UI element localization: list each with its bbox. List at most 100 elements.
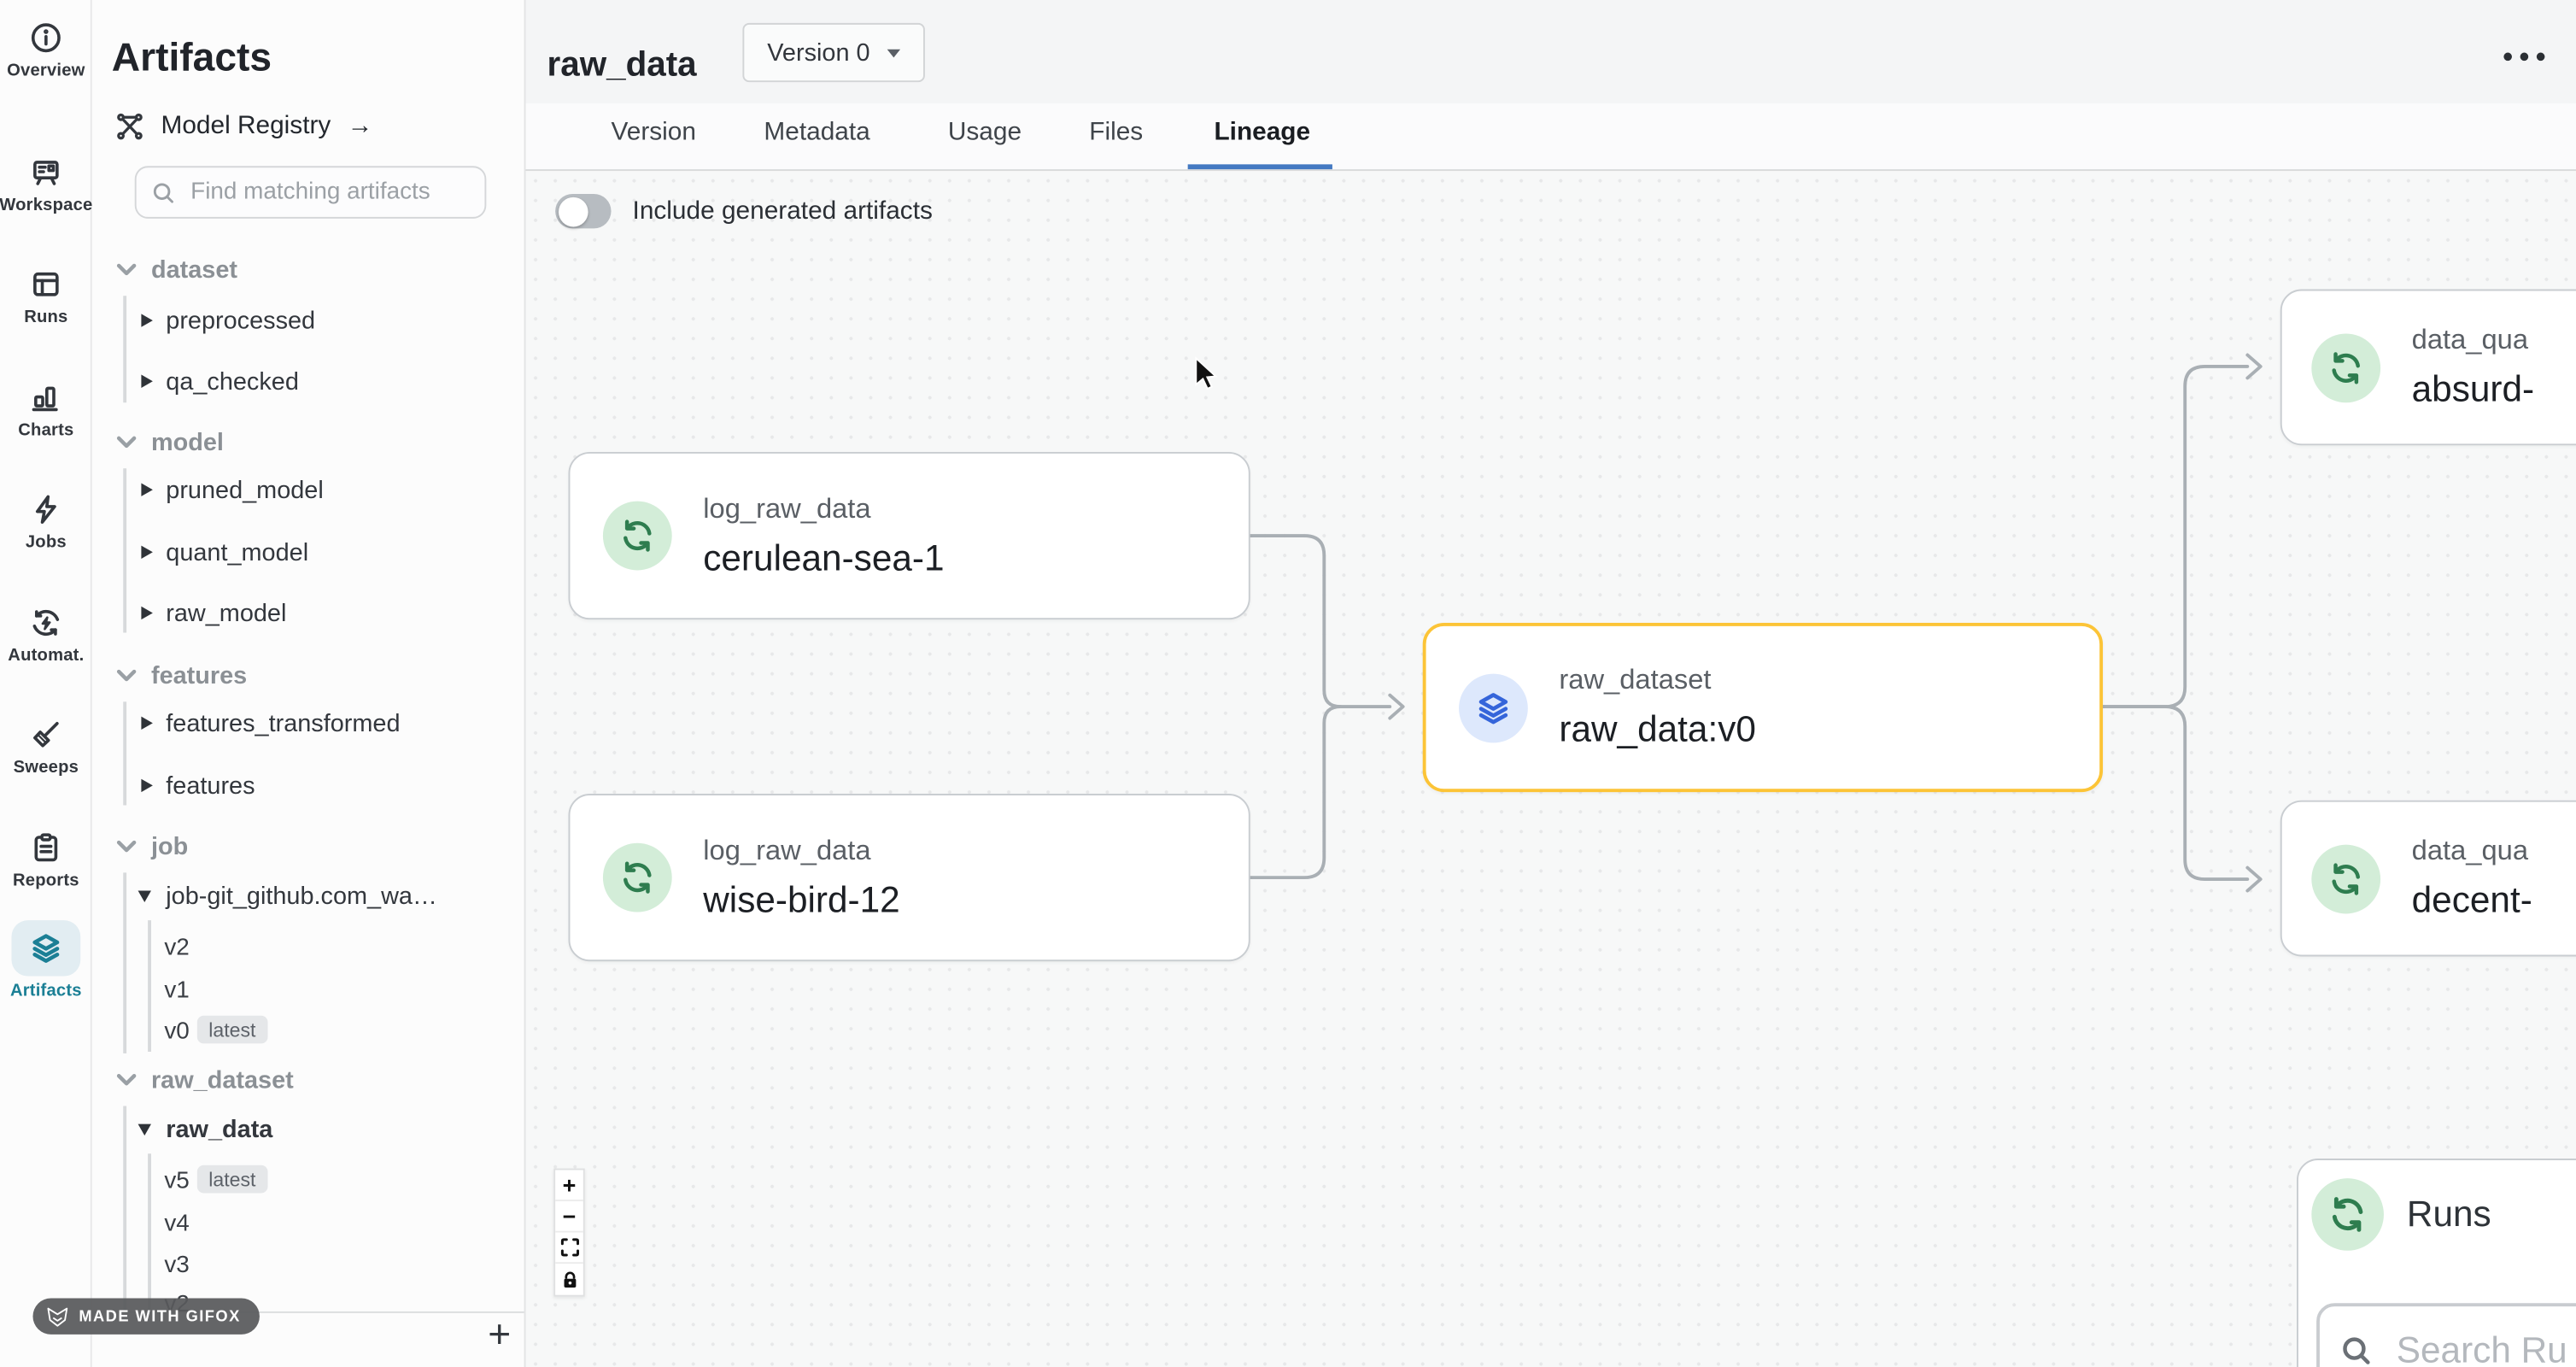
caret-right-icon <box>141 483 153 496</box>
tree-item-features[interactable]: features <box>92 767 524 803</box>
rail-item-charts[interactable]: Charts <box>0 379 92 440</box>
tree-item-job-git[interactable]: job-git_github.com_wa… <box>92 877 524 913</box>
caret-right-icon <box>141 545 153 559</box>
zoom-out-button[interactable]: − <box>555 1201 583 1233</box>
rail-item-jobs[interactable]: Jobs <box>0 491 92 552</box>
tree-version-v2[interactable]: v2 <box>164 935 190 962</box>
tree-item-pruned-model[interactable]: pruned_model <box>92 472 524 507</box>
broom-icon <box>28 717 64 753</box>
search-icon <box>153 182 173 202</box>
rail-item-artifacts[interactable]: Artifacts <box>0 920 92 1000</box>
lock-button[interactable] <box>555 1264 583 1295</box>
tree-version-v1[interactable]: v1 <box>164 977 190 1005</box>
tree-guide-line <box>148 920 150 1053</box>
fox-icon <box>47 1306 68 1326</box>
artifact-search[interactable] <box>134 166 487 219</box>
runs-panel-header: Runs <box>2311 1178 2491 1251</box>
tab-lineage[interactable]: Lineage <box>1214 118 1311 147</box>
tree-section-raw-dataset[interactable]: raw_dataset <box>92 1062 524 1098</box>
tree-version-v5[interactable]: v5 latest <box>92 1164 524 1200</box>
workspace-icon <box>28 155 64 191</box>
lineage-node-run-decent[interactable]: data_qua decent- <box>2280 800 2576 957</box>
caret-right-icon <box>141 606 153 620</box>
caret-right-icon <box>141 314 153 327</box>
active-tab-indicator <box>1187 163 1332 170</box>
chevron-down-icon <box>116 436 137 449</box>
artifact-layers-icon <box>1459 672 1528 742</box>
lineage-node-run-cerulean[interactable]: log_raw_data cerulean-sea-1 <box>568 451 1250 620</box>
rail-item-automations[interactable]: Automat. <box>0 605 92 666</box>
lineage-canvas[interactable]: Include generated artifacts log_raw_data… <box>525 171 2576 1367</box>
page-title: raw_data <box>547 45 697 85</box>
chevron-down-icon <box>116 1073 137 1086</box>
gifox-watermark: MADE WITH GIFOX <box>32 1298 261 1335</box>
table-icon <box>28 267 64 302</box>
tree-item-quant-model[interactable]: quant_model <box>92 534 524 570</box>
tab-files[interactable]: Files <box>1089 118 1144 147</box>
tree-section-dataset[interactable]: dataset <box>92 251 524 287</box>
runs-search-input[interactable] <box>2392 1328 2576 1367</box>
add-artifact-button[interactable]: + <box>488 1312 512 1358</box>
chevron-down-icon <box>886 48 900 57</box>
rail-item-workspace[interactable]: Workspace <box>0 155 92 215</box>
run-sync-icon <box>2311 332 2381 402</box>
include-generated-toggle[interactable] <box>555 193 612 229</box>
rail-item-sweeps[interactable]: Sweeps <box>0 717 92 777</box>
latest-badge: latest <box>196 1015 267 1044</box>
search-input[interactable] <box>187 177 471 208</box>
clipboard-icon <box>28 830 64 865</box>
rail-item-overview[interactable]: Overview <box>0 20 92 80</box>
fit-view-button[interactable] <box>555 1233 583 1264</box>
tree-guide-line <box>123 296 126 403</box>
rail-item-runs[interactable]: Runs <box>0 267 92 327</box>
tree-version-v3[interactable]: v3 <box>164 1252 190 1279</box>
lineage-node-artifact-raw-data-v0[interactable]: raw_dataset raw_data:v0 <box>1422 622 2104 793</box>
version-selector[interactable]: Version 0 <box>742 22 925 83</box>
tree-item-raw-data[interactable]: raw_data <box>92 1111 524 1147</box>
runs-search-box[interactable] <box>2316 1303 2576 1367</box>
tab-usage[interactable]: Usage <box>947 118 1022 147</box>
model-registry-link[interactable]: Model Registry → <box>115 111 373 142</box>
caret-right-icon <box>141 778 153 793</box>
generated-artifacts-toggle-row: Include generated artifacts <box>555 193 933 229</box>
tree-section-model[interactable]: model <box>92 424 524 460</box>
tab-version[interactable]: Version <box>611 118 696 147</box>
tree-item-raw-model[interactable]: raw_model <box>92 595 524 631</box>
layers-icon <box>28 930 64 966</box>
caret-right-icon <box>141 716 153 730</box>
rail-item-reports[interactable]: Reports <box>0 830 92 891</box>
run-sync-icon <box>602 842 672 912</box>
lineage-node-run-wise-bird[interactable]: log_raw_data wise-bird-12 <box>568 794 1250 962</box>
tree-section-job[interactable]: job <box>92 828 524 864</box>
sidebar-title: Artifacts <box>111 36 272 81</box>
lineage-node-run-absurd[interactable]: data_qua absurd- <box>2280 289 2576 446</box>
caret-down-icon <box>138 1124 151 1136</box>
caret-right-icon <box>141 374 153 388</box>
bar-chart-icon <box>28 379 64 415</box>
info-icon <box>28 20 64 56</box>
lightning-icon <box>28 491 64 527</box>
zoom-in-button[interactable]: + <box>555 1170 583 1202</box>
tree-item-features-transformed[interactable]: features_transformed <box>92 705 524 741</box>
artifact-header: raw_data Version 0 <box>525 0 2576 104</box>
tree-guide-line <box>123 1106 126 1311</box>
tree-version-v4[interactable]: v4 <box>164 1211 190 1238</box>
tree-section-features[interactable]: features <box>92 657 524 693</box>
tree-item-preprocessed[interactable]: preprocessed <box>92 302 524 338</box>
run-sync-icon <box>602 501 672 571</box>
artifacts-sidebar: Artifacts Model Registry → dataset prepr… <box>91 0 526 1367</box>
tab-metadata[interactable]: Metadata <box>764 118 870 147</box>
tree-guide-line <box>123 872 126 1053</box>
arrow-right-icon: → <box>347 111 373 140</box>
search-icon <box>2343 1337 2370 1364</box>
canvas-zoom-controls: + − <box>553 1168 585 1297</box>
latest-badge: latest <box>196 1165 267 1194</box>
overflow-menu-button[interactable] <box>2497 46 2551 67</box>
model-registry-icon <box>117 113 143 140</box>
artifacts-active-pill <box>11 920 81 977</box>
tree-item-qa-checked[interactable]: qa_checked <box>92 363 524 399</box>
tree-version-v0[interactable]: v0 latest <box>92 1014 524 1050</box>
caret-down-icon <box>138 890 151 902</box>
tree-guide-line <box>123 468 126 633</box>
automation-cycle-icon <box>28 605 64 641</box>
